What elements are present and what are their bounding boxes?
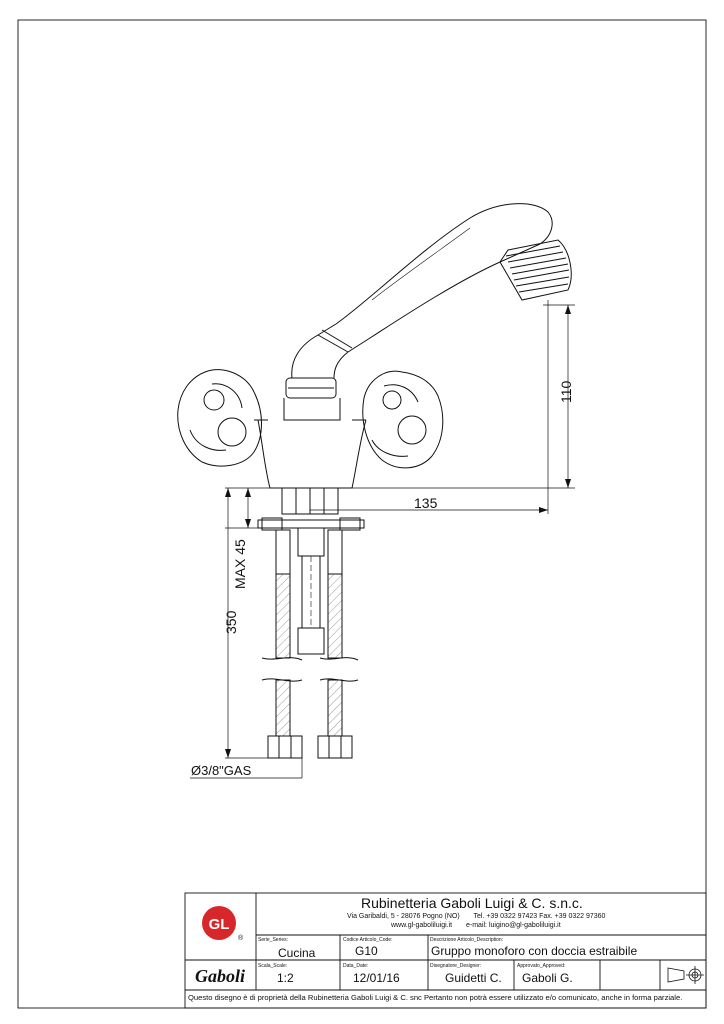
company-address: Via Garibaldi, 5 - 28076 Pogno (NO) Tel.…: [347, 913, 605, 920]
projection-symbol-icon: [667, 966, 704, 984]
email-text: e-mail: luigino@gl-gaboliluigi.it: [466, 922, 561, 929]
dimension-lines: [190, 300, 575, 779]
approved-label: Approvato_Approved:: [517, 963, 566, 969]
company-logo: GL ®: [202, 906, 244, 942]
designer-label: Disegnatore_Designer:: [430, 963, 482, 969]
phone-fax-text: Tel. +39 0322 97423 Fax. +39 0322 97360: [473, 913, 606, 920]
code-label: Codice Articolo_Code:: [343, 937, 393, 943]
scale-value: 1:2: [277, 971, 294, 985]
dim-350-label: 350: [223, 610, 239, 634]
description-value: Gruppo monoforo con doccia estraibile: [431, 944, 638, 958]
pullout-spout: [291, 203, 553, 379]
brand-wordmark: Gaboli: [195, 966, 245, 986]
left-handle: [177, 369, 268, 467]
date-label: Data_Date:: [343, 963, 369, 969]
dim-135-label: 135: [414, 495, 438, 511]
scale-label: Scala_Scale:: [258, 963, 288, 969]
disclaimer-text: Questo disegno è di proprietà della Rubi…: [188, 993, 683, 1002]
title-block: Rubinetteria Gaboli Luigi & C. s.n.c. Vi…: [185, 893, 706, 1008]
faucet-body: [257, 377, 367, 489]
shower-head: [499, 239, 572, 301]
mounting-shank: [257, 487, 365, 655]
dim-110-label: 110: [558, 380, 574, 403]
address-text: Via Garibaldi, 5 - 28076 Pogno (NO): [347, 913, 460, 920]
drawing-frame: [17, 19, 707, 1009]
dim-max45-label: MAX 45: [232, 539, 248, 589]
right-handle: [352, 370, 444, 469]
title-block-grid: [184, 892, 707, 1009]
registered-mark: ®: [238, 934, 244, 942]
logo-text: GL: [209, 916, 230, 933]
company-name: Rubinetteria Gaboli Luigi & C. s.n.c.: [361, 895, 583, 911]
designer-value: Guidetti C.: [445, 971, 502, 985]
date-value: 12/01/16: [353, 971, 400, 985]
website-text: www.gl-gaboliluigi.it: [391, 922, 453, 929]
approved-value: Gaboli G.: [522, 971, 573, 985]
company-contacts: www.gl-gaboliluigi.it e-mail: luigino@gl…: [391, 922, 561, 929]
dimension-arrows: [225, 305, 571, 758]
code-value: G10: [355, 944, 378, 958]
description-label: Descrizione Articolo_Description:: [430, 937, 504, 943]
dim-connection-label: Ø3/8"GAS: [191, 763, 252, 778]
series-label: Serie_Series:: [258, 937, 289, 943]
series-value: Cucina: [278, 946, 316, 960]
flexible-hoses: [261, 529, 359, 759]
